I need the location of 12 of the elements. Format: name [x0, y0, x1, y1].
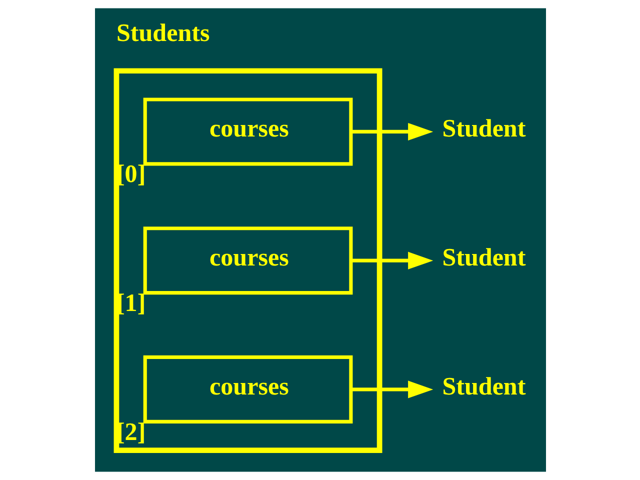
node-box: courses — [142, 355, 352, 424]
arrow — [350, 122, 433, 141]
arrow — [350, 252, 433, 270]
node-text: Student — [442, 244, 526, 272]
node-label: [0] — [116, 161, 146, 188]
node-box: courses — [142, 226, 352, 295]
node-text: Student — [442, 116, 526, 143]
cluster — [113, 68, 382, 453]
node-text: Student — [442, 373, 526, 400]
arrow — [350, 380, 433, 398]
node-box: courses — [142, 98, 352, 166]
diagram-title: Students — [116, 20, 210, 47]
